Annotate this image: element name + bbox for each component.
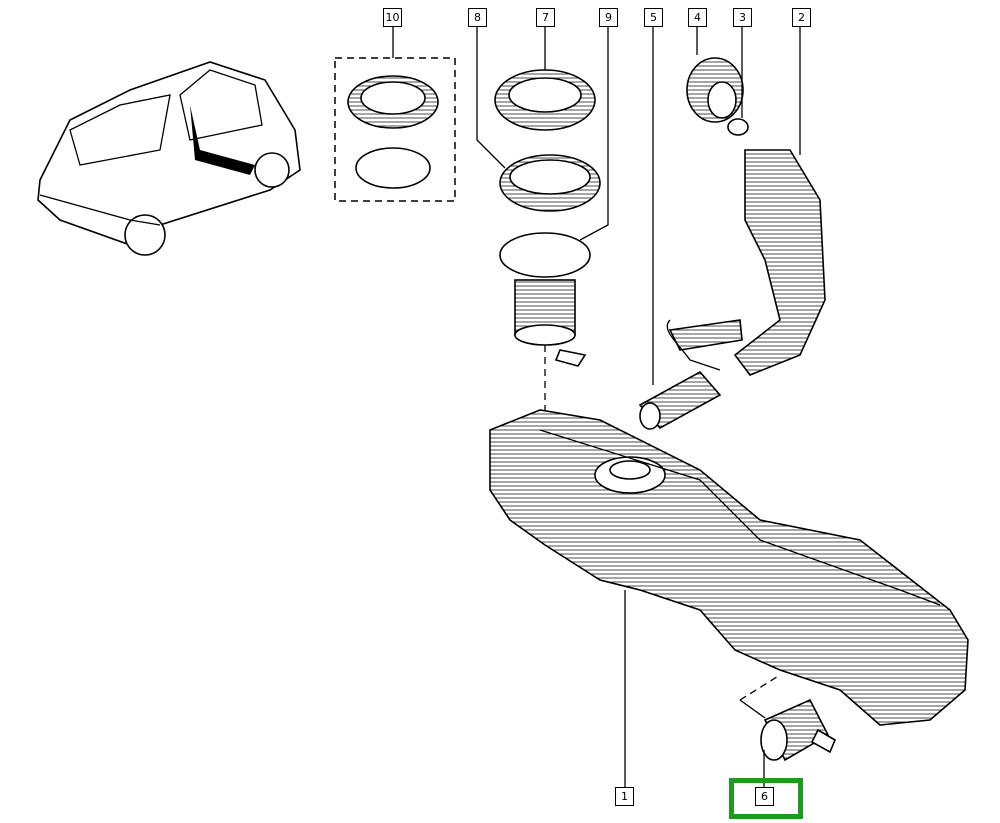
part-7-lock-ring [494, 26, 596, 131]
part-10-seal-kit [334, 26, 456, 202]
part-5-hose [638, 26, 722, 430]
part-4-filler-cap [686, 26, 744, 123]
callout-label-8[interactable]: 8 [468, 8, 487, 27]
car-illustration [37, 61, 301, 256]
highlight-box [729, 778, 803, 819]
callout-label-10[interactable]: 10 [383, 8, 402, 27]
part-8-gasket [476, 26, 601, 212]
part-2-filler-neck [666, 26, 826, 376]
callout-label-1[interactable]: 1 [615, 787, 634, 806]
callout-label-3[interactable]: 3 [733, 8, 752, 27]
part-9-fuel-pump [499, 26, 609, 410]
part-6-fuel-filter [739, 674, 837, 787]
callout-label-7[interactable]: 7 [536, 8, 555, 27]
callout-label-5[interactable]: 5 [644, 8, 663, 27]
callout-label-6[interactable]: 6 [755, 787, 774, 806]
callout-label-9[interactable]: 9 [599, 8, 618, 27]
callout-label-4[interactable]: 4 [688, 8, 707, 27]
part-1-fuel-tank [489, 409, 969, 787]
part-3-seal [727, 26, 749, 136]
callout-label-2[interactable]: 2 [792, 8, 811, 27]
